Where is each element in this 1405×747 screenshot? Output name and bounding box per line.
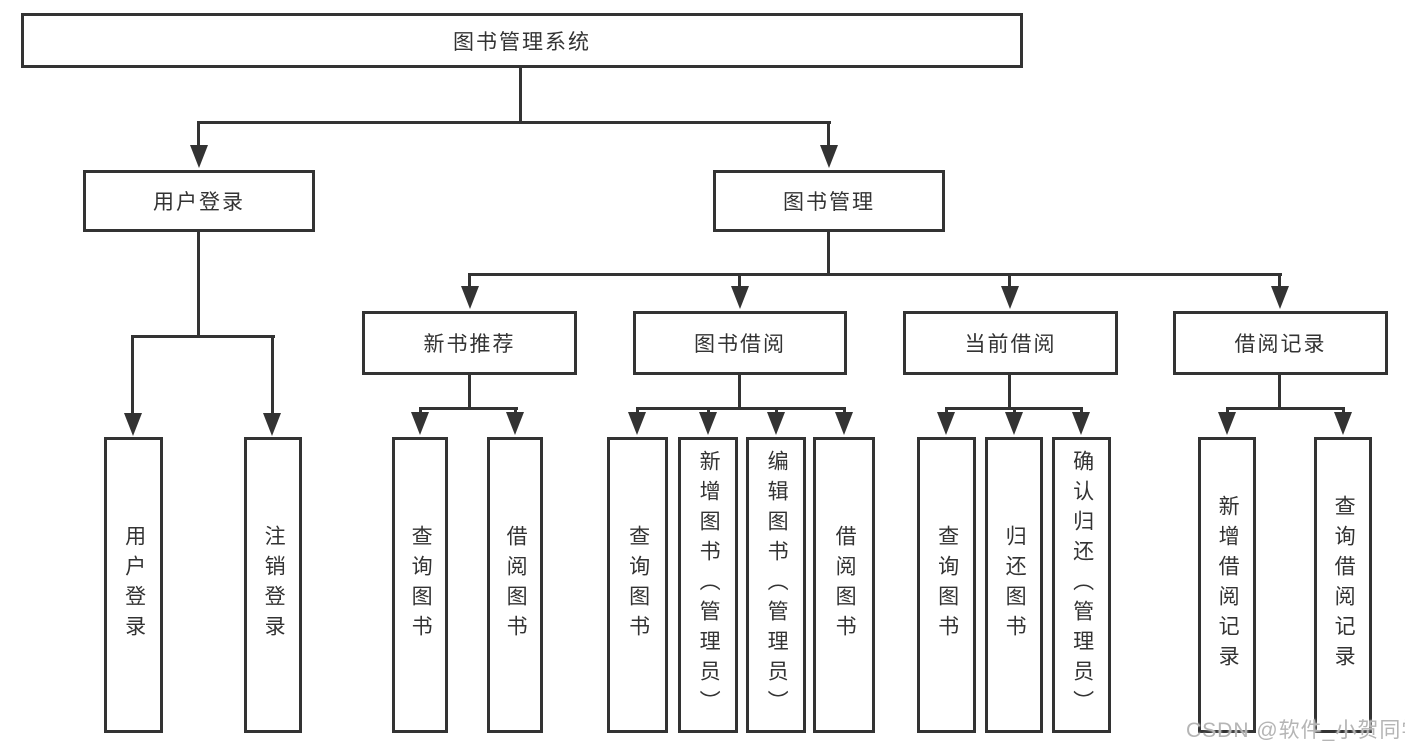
node-library-management-system: 图书管理系统	[21, 13, 1023, 68]
node-book-management: 图书管理	[713, 170, 945, 232]
edge-book-borrow-bar	[636, 407, 846, 410]
edge-to-current-borrow	[1008, 273, 1011, 289]
arrow-down-icon	[190, 145, 208, 168]
edge-to-new-book	[468, 273, 471, 289]
edge-level2-bar	[469, 273, 1282, 276]
edge-to-leaf-user-login	[131, 335, 134, 415]
leaf-label: 新增借阅记录	[1216, 495, 1240, 675]
node-leaf-borrow-books-2: 借阅图书	[813, 437, 875, 733]
node-leaf-return-book: 归还图书	[985, 437, 1043, 733]
leaf-label: 查询图书	[935, 525, 959, 645]
arrow-down-icon	[124, 413, 142, 436]
arrow-down-icon	[1334, 412, 1352, 435]
node-borrowing-records: 借阅记录	[1173, 311, 1388, 375]
node-leaf-edit-book-admin: 编辑图书（管理员）	[746, 437, 806, 733]
node-leaf-add-book-admin: 新增图书（管理员）	[678, 437, 738, 733]
arrow-down-icon	[1001, 286, 1019, 309]
arrow-down-icon	[506, 412, 524, 435]
node-label: 图书管理系统	[453, 30, 591, 54]
node-leaf-query-borrow-record: 查询借阅记录	[1314, 437, 1372, 733]
edge-new-book-bar	[419, 407, 518, 410]
leaf-label: 用户登录	[122, 525, 146, 645]
node-leaf-query-books-1: 查询图书	[392, 437, 448, 733]
arrow-down-icon	[1271, 286, 1289, 309]
arrow-down-icon	[263, 413, 281, 436]
edge-to-borrow-records	[1278, 273, 1281, 289]
edge-user-login-bar	[132, 335, 275, 338]
leaf-label: 编辑图书（管理员）	[765, 450, 789, 720]
leaf-label: 查询图书	[409, 525, 433, 645]
arrow-down-icon	[411, 412, 429, 435]
node-leaf-confirm-return-admin: 确认归还（管理员）	[1052, 437, 1111, 733]
arrow-down-icon	[1072, 412, 1090, 435]
edge-borrow-records-feed	[1278, 373, 1281, 410]
arrow-down-icon	[628, 412, 646, 435]
node-leaf-user-login: 用户登录	[104, 437, 163, 733]
leaf-label: 查询图书	[626, 525, 650, 645]
edge-user-login-feed	[197, 232, 200, 338]
node-new-book-recommendation: 新书推荐	[362, 311, 577, 375]
node-leaf-query-books-2: 查询图书	[607, 437, 668, 733]
node-current-borrowing: 当前借阅	[903, 311, 1118, 375]
node-leaf-borrow-books-1: 借阅图书	[487, 437, 543, 733]
edge-to-user-login	[197, 121, 200, 149]
node-label: 图书借阅	[694, 333, 786, 356]
leaf-label: 新增图书（管理员）	[697, 450, 721, 720]
node-label: 新书推荐	[423, 333, 516, 356]
arrow-down-icon	[1005, 412, 1023, 435]
node-leaf-query-books-3: 查询图书	[917, 437, 976, 733]
edge-to-book-management	[827, 121, 830, 149]
leaf-label: 查询借阅记录	[1332, 495, 1356, 675]
leaf-label: 注销登录	[262, 525, 286, 645]
arrow-down-icon	[767, 412, 785, 435]
edge-borrow-records-bar	[1226, 407, 1345, 410]
node-leaf-logout: 注销登录	[244, 437, 302, 733]
arrow-down-icon	[937, 412, 955, 435]
node-leaf-add-borrow-record: 新增借阅记录	[1198, 437, 1256, 733]
leaf-label: 借阅图书	[833, 525, 857, 645]
edge-book-borrow-feed	[738, 373, 741, 410]
node-user-login: 用户登录	[83, 170, 315, 232]
node-label: 图书管理	[783, 191, 875, 214]
arrow-down-icon	[835, 412, 853, 435]
leaf-label: 借阅图书	[504, 525, 528, 645]
edge-to-book-borrow	[738, 273, 741, 289]
watermark-text: CSDN @软件_小贺同学	[1186, 719, 1405, 742]
arrow-down-icon	[731, 286, 749, 309]
edge-root-feed	[519, 66, 522, 124]
edge-level1-bar	[198, 121, 831, 124]
arrow-down-icon	[461, 286, 479, 309]
leaf-label: 确认归还（管理员）	[1070, 450, 1094, 720]
edge-to-leaf-logout	[271, 335, 274, 415]
edge-current-borrow-feed	[1008, 373, 1011, 410]
node-label: 当前借阅	[964, 333, 1057, 356]
arrow-down-icon	[820, 145, 838, 168]
edge-new-book-feed	[468, 373, 471, 410]
arrow-down-icon	[699, 412, 717, 435]
arrow-down-icon	[1218, 412, 1236, 435]
node-book-borrowing: 图书借阅	[633, 311, 847, 375]
node-label: 借阅记录	[1234, 333, 1327, 356]
edge-book-management-feed	[827, 232, 830, 276]
node-label: 用户登录	[153, 191, 245, 214]
leaf-label: 归还图书	[1003, 525, 1027, 645]
